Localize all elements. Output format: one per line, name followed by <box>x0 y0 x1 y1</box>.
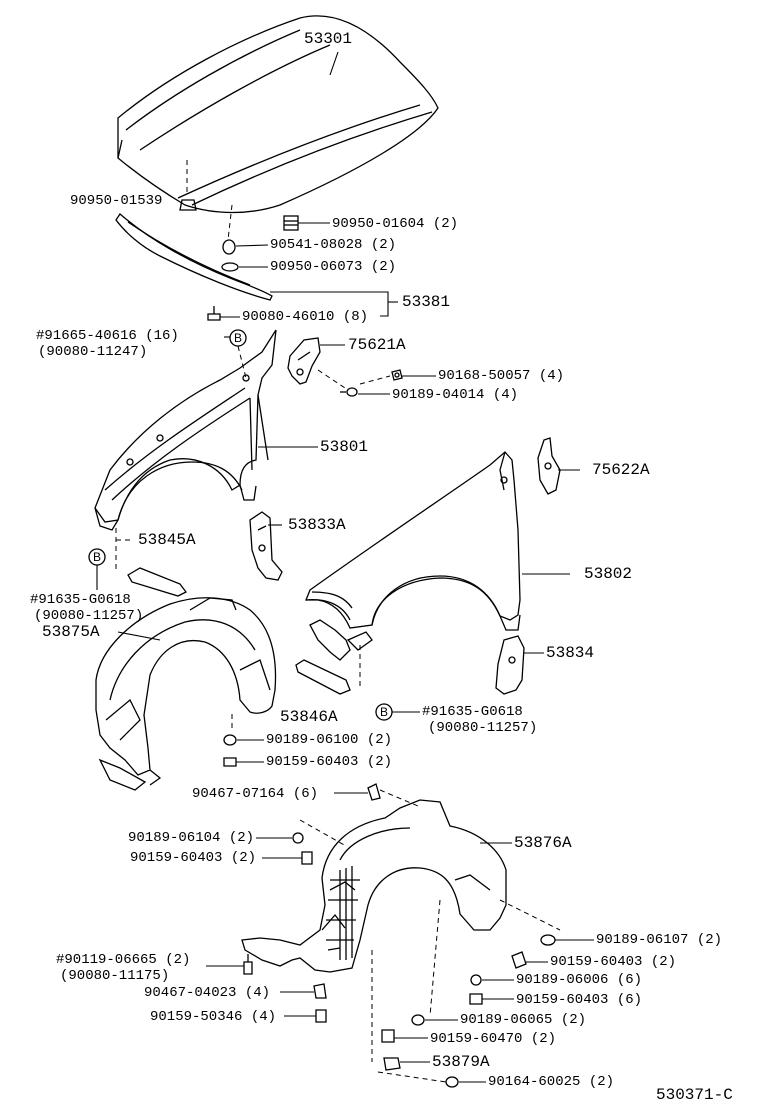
screw-90159-50346 <box>315 1009 327 1023</box>
label-90189-06065: 90189-06065 (2) <box>460 1012 587 1028</box>
bolt-90189-06065 <box>411 1014 425 1026</box>
bolt-90189-06100 <box>223 734 237 746</box>
dash-53876A-c <box>429 899 441 1017</box>
label-90159-60403-b: 90159-60403 (2) <box>130 850 257 866</box>
dash-53876A-a <box>299 819 347 847</box>
bolt-90119-06665 <box>243 954 253 975</box>
bolt-90189-04014 <box>340 387 358 397</box>
screw-90159-60403-d <box>469 993 483 1005</box>
seal-53846A <box>295 659 351 695</box>
screw-90159-60403-c <box>511 951 527 969</box>
nut-90168-50057 <box>391 369 403 381</box>
dash-90164 <box>377 1071 447 1083</box>
label-90159-60403-a: 90159-60403 (2) <box>266 754 393 770</box>
leader-53301 <box>329 51 339 76</box>
clip-90080-46010 <box>207 306 221 321</box>
label-53846A: 53846A <box>280 708 338 726</box>
leader-53875A <box>117 631 161 641</box>
hood-53301 <box>117 15 439 214</box>
dash-75621A <box>317 369 349 391</box>
bolt-90189-06104 <box>292 832 304 844</box>
screw-90159-60403-b <box>301 851 313 865</box>
bolt-90189-06107 <box>540 934 556 946</box>
svg-text:B: B <box>234 331 242 345</box>
label-90189-04014: 90189-04014 (4) <box>392 387 519 403</box>
label-53802: 53802 <box>584 565 633 583</box>
label-75621A: 75621A <box>348 336 406 354</box>
label-53301: 53301 <box>304 30 353 48</box>
label-90189-06100: 90189-06100 (2) <box>266 732 393 748</box>
svg-text:B: B <box>93 550 101 564</box>
fender-53801 <box>94 329 277 531</box>
bumper-90950-01539 <box>179 199 197 211</box>
clip-90467-07164 <box>367 783 381 801</box>
label-90541-08028: 90541-08028 (2) <box>270 237 397 253</box>
label-75622A: 75622A <box>592 461 650 479</box>
dash-90467-07164 <box>379 789 419 807</box>
liner-53876A <box>241 799 507 973</box>
label-53875A: 53875A <box>42 623 100 641</box>
cushion-90950-06073 <box>221 262 239 272</box>
ref-b-right: B <box>375 703 393 721</box>
hood-seal-53381 <box>115 213 273 301</box>
label-90168-50057: 90168-50057 (4) <box>438 368 565 384</box>
label-53845A: 53845A <box>138 531 196 549</box>
bracket-53834 <box>495 635 525 695</box>
label-90189-06104: 90189-06104 (2) <box>128 830 255 846</box>
clip-53879A <box>383 1057 401 1071</box>
screw-90164-60025 <box>445 1076 459 1088</box>
label-90159-50346: 90159-50346 (4) <box>150 1009 277 1025</box>
screw-90159-60403-a <box>223 757 237 767</box>
ref-b-left: B <box>88 548 106 566</box>
bracket-75622A <box>537 437 561 495</box>
svg-text:B: B <box>380 705 388 719</box>
screw-90159-60470 <box>381 1029 395 1043</box>
label-91635-G0618-right: #91635-G0618 <box>422 704 523 720</box>
label-90189-06006: 90189-06006 (6) <box>516 972 643 988</box>
label-90159-60403-d: 90159-60403 (6) <box>516 992 643 1008</box>
label-53801: 53801 <box>320 438 369 456</box>
label-90950-06073: 90950-06073 (2) <box>270 259 397 275</box>
clip-90467-04023 <box>313 983 327 999</box>
bracket-53381 <box>270 291 389 317</box>
label-90080-11175: (90080-11175) <box>60 968 170 984</box>
leader-90541-08028 <box>235 244 269 247</box>
dash-90168 <box>359 375 391 385</box>
label-90164-60025: 90164-60025 (2) <box>488 1074 615 1090</box>
label-53833A: 53833A <box>288 516 346 534</box>
label-90467-07164: 90467-07164 (6) <box>192 786 319 802</box>
label-90080-11247: (90080-11247) <box>38 344 148 360</box>
dash-hood-clip <box>227 204 233 241</box>
fender-53802 <box>305 451 521 661</box>
ref-b-upper: B <box>229 329 247 347</box>
label-90189-06107: 90189-06107 (2) <box>596 932 723 948</box>
seal-53845A <box>127 567 187 597</box>
label-90119-06665: #90119-06665 (2) <box>56 952 191 968</box>
label-53381: 53381 <box>402 293 451 311</box>
label-90159-60403-c: 90159-60403 (2) <box>550 954 677 970</box>
liner-53875A <box>95 597 277 791</box>
bolt-90189-06006 <box>470 974 482 986</box>
label-53879A: 53879A <box>432 1053 490 1071</box>
label-91665-40616: #91665-40616 (16) <box>36 328 179 344</box>
bracket-53833A <box>249 511 283 581</box>
dash-53876A-b <box>499 899 561 931</box>
clip-90541-08028 <box>222 239 236 255</box>
label-90159-60470: 90159-60470 (2) <box>430 1031 557 1047</box>
dash-b-upper <box>237 345 247 379</box>
label-90467-04023: 90467-04023 (4) <box>144 985 271 1001</box>
label-90080-46010: 90080-46010 (8) <box>242 309 369 325</box>
label-53834: 53834 <box>546 644 595 662</box>
label-91635-G0618-left: #91635-G0618 <box>30 592 131 608</box>
label-90080-11257-left: (90080-11257) <box>34 608 144 624</box>
diagram-code: 530371-C <box>656 1086 733 1104</box>
label-90950-01604: 90950-01604 (2) <box>332 216 459 232</box>
label-53876A: 53876A <box>514 834 572 852</box>
cushion-90950-01604 <box>283 215 299 231</box>
bracket-75621A <box>287 337 321 385</box>
label-90080-11257-right: (90080-11257) <box>428 720 538 736</box>
label-90950-01539: 90950-01539 <box>70 193 163 209</box>
